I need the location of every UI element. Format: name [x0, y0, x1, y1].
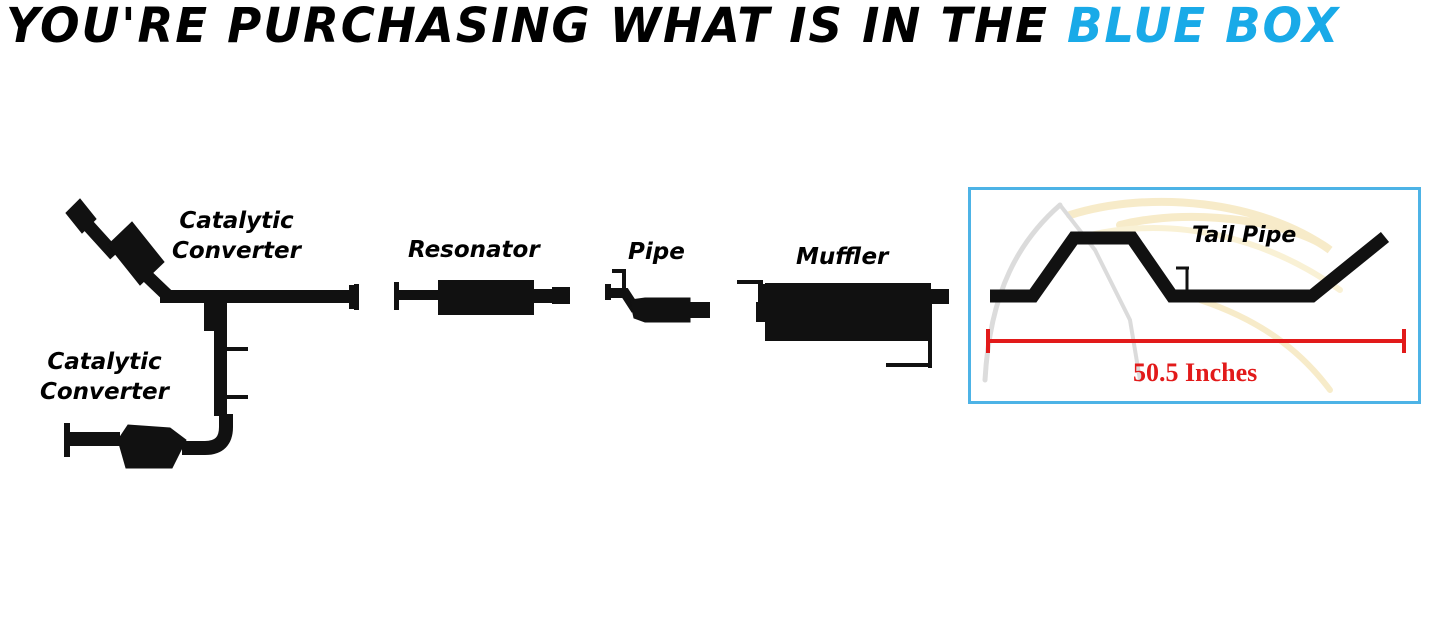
- upper-catalytic-converter-part: [65, 198, 359, 416]
- pipe-part: [605, 269, 710, 323]
- headline: YOU'RE PURCHASING WHAT IS IN THE BLUE BO…: [6, 0, 1340, 54]
- tail-pipe-part: [990, 231, 1390, 303]
- label-pipe: Pipe: [628, 239, 685, 265]
- label-tail-pipe: Tail Pipe: [1192, 223, 1297, 248]
- measurement-label: 50.5 Inches: [1133, 358, 1258, 387]
- label-line: Converter: [172, 238, 301, 264]
- blue-box-highlight: [968, 187, 1421, 404]
- measurement-dimension-line: [986, 329, 1406, 353]
- lower-catalytic-converter-part: [64, 414, 233, 469]
- label-resonator: Resonator: [408, 237, 540, 263]
- label-muffler: Muffler: [796, 244, 889, 270]
- label-line: Catalytic: [47, 349, 162, 375]
- resonator-part: [394, 280, 570, 315]
- muffler-part: [737, 280, 949, 368]
- label-catalytic-converter-lower: Catalytic Converter: [40, 347, 169, 407]
- label-catalytic-converter-upper: Catalytic Converter: [172, 206, 301, 266]
- headline-main: YOU'RE PURCHASING WHAT IS IN THE: [6, 0, 1049, 54]
- label-line: Converter: [40, 379, 169, 405]
- label-line: Catalytic: [179, 208, 294, 234]
- headline-highlight: BLUE BOX: [1066, 0, 1341, 54]
